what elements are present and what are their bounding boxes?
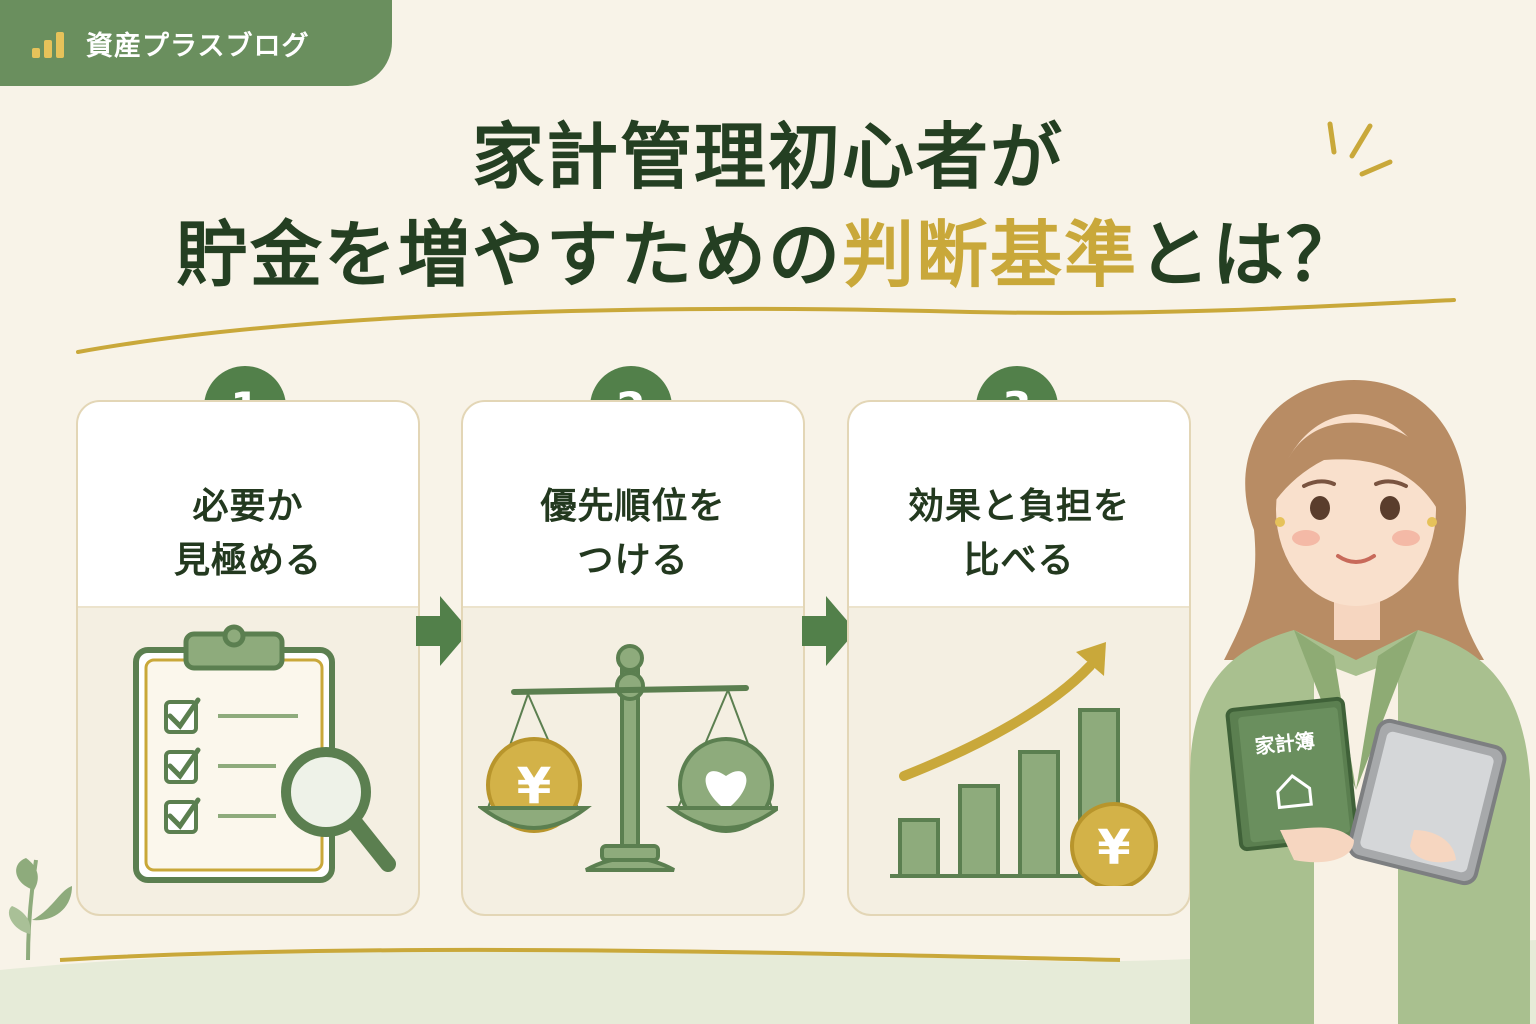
step-label-line-1: 効果と負担を (907, 486, 1130, 527)
ground-decoration (0, 940, 1536, 1024)
woman-advisor-illustration: 家計簿 (1190, 380, 1530, 1024)
brand-badge: 資産プラスブログ (0, 0, 392, 86)
leaf-plant-icon (8, 858, 72, 960)
brand-label: 資産プラスブログ (86, 30, 310, 62)
step-card-header: 必要か 見極める (78, 402, 418, 608)
step-label-line-2: つける (577, 540, 689, 581)
page-title-line-2: 貯金を増やすための判断基準とは？ (0, 196, 1536, 301)
arrow-right-icon (416, 596, 470, 666)
page-title-line-1: 家計管理初心者が (471, 115, 1064, 199)
step-label-line-2: 見極める (173, 540, 322, 581)
growth-bar-chart-yen-icon: ¥ (890, 642, 1158, 886)
step-card-header: 効果と負担を 比べる (849, 402, 1189, 608)
svg-text:¥: ¥ (1097, 820, 1130, 876)
title-prefix: 貯金を増やすための (175, 213, 842, 297)
balance-scale-yen-heart-icon: ¥ (478, 644, 778, 872)
svg-text:¥: ¥ (517, 757, 552, 815)
sparkle-icon (1327, 121, 1393, 177)
step-label-line-1: 優先順位を (540, 486, 726, 527)
step-label-line-2: 比べる (963, 540, 1075, 581)
clipboard-checklist-magnifier-icon (133, 624, 396, 883)
title-suffix: とは？ (1138, 213, 1361, 297)
step-card-header: 優先順位を つける (463, 402, 803, 608)
title-underline (76, 298, 1456, 354)
step-label-line-1: 必要か (192, 486, 304, 527)
bar-chart-icon (32, 32, 64, 58)
title-highlight: 判断基準 (841, 213, 1138, 297)
arrow-right-icon (802, 596, 856, 666)
